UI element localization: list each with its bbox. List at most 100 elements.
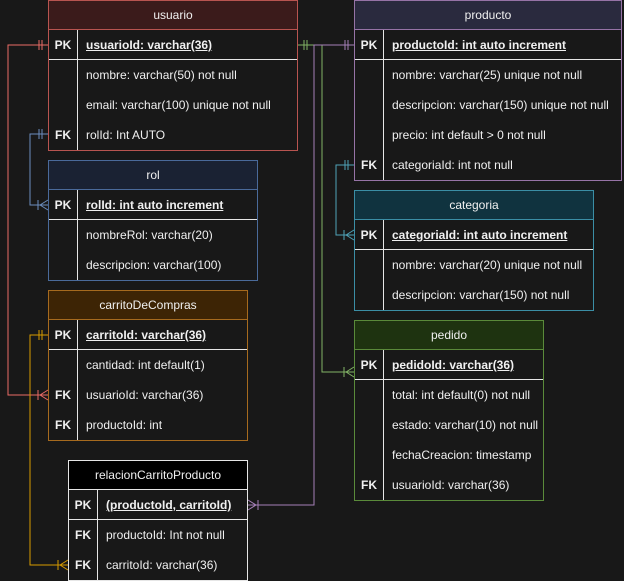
foreign-key-row[interactable]: FK categoriaId: int not null: [355, 150, 621, 180]
field-text: email: varchar(100) unique not null: [86, 98, 271, 112]
key-label: FK: [69, 520, 98, 550]
field-row[interactable]: nombre: varchar(50) not null: [49, 60, 297, 90]
key-label: [355, 380, 384, 410]
field-text: pedidoId: varchar(36): [392, 358, 515, 372]
key-label: PK: [355, 30, 384, 59]
field-text: fechaCreacion: timestamp: [392, 448, 532, 462]
field-text: (productoId, carritoId): [106, 498, 232, 512]
key-label: PK: [355, 350, 384, 379]
relation-carritoDeCompras-carritoId-to-relacionCarritoProducto-carritoId[interactable]: [29, 330, 69, 571]
primary-key-row[interactable]: PK usuarioId: varchar(36): [49, 30, 297, 60]
key-label: FK: [49, 120, 78, 150]
key-label: PK: [69, 490, 98, 519]
foreign-key-row[interactable]: FK productoId: int: [49, 410, 247, 440]
primary-key-row[interactable]: PK productoId: int auto increment: [355, 30, 621, 60]
field-text: estado: varchar(10) not null: [392, 418, 539, 432]
field-text: descripcion: varchar(100): [86, 258, 222, 272]
foreign-key-row[interactable]: FK carritoId: varchar(36): [69, 550, 247, 580]
foreign-key-row[interactable]: FK usuarioId: varchar(36): [355, 470, 543, 500]
field-text: rolId: Int AUTO: [86, 128, 166, 142]
key-label: FK: [355, 470, 384, 500]
field-text: nombreRol: varchar(20): [86, 228, 213, 242]
field-text: carritoId: varchar(36): [86, 328, 207, 342]
key-label: [49, 60, 78, 90]
primary-key-row[interactable]: PK (productoId, carritoId): [69, 490, 247, 520]
field-text: carritoId: varchar(36): [106, 558, 218, 572]
field-row[interactable]: estado: varchar(10) not null: [355, 410, 543, 440]
key-label: [49, 250, 78, 280]
relation-producto-categoriaId-to-categoria-categoriaId[interactable]: [335, 160, 355, 241]
table-title: carritoDeCompras: [49, 291, 247, 320]
primary-key-row[interactable]: PK rolId: int auto increment: [49, 190, 257, 220]
field-text: descripcion: varchar(150) not null: [392, 288, 570, 302]
field-row[interactable]: total: int default(0) not null: [355, 380, 543, 410]
table-title: relacionCarritoProducto: [69, 461, 247, 490]
table-title: pedido: [355, 321, 543, 350]
field-row[interactable]: email: varchar(100) unique not null: [49, 90, 297, 120]
field-text: usuarioId: varchar(36): [86, 38, 213, 52]
key-label: [355, 60, 384, 90]
primary-key-row[interactable]: PK pedidoId: varchar(36): [355, 350, 543, 380]
key-label: PK: [355, 220, 384, 249]
field-text: productoId: int auto increment: [392, 38, 566, 52]
key-label: FK: [49, 380, 78, 410]
field-row[interactable]: fechaCreacion: timestamp: [355, 440, 543, 470]
key-label: [355, 90, 384, 120]
key-label: [49, 350, 78, 380]
field-text: nombre: varchar(20) unique not null: [392, 258, 583, 272]
table-title: producto: [355, 1, 621, 30]
key-label: [355, 120, 384, 150]
key-label: [355, 440, 384, 470]
field-row[interactable]: descripcion: varchar(100): [49, 250, 257, 280]
key-label: [355, 250, 384, 280]
field-row[interactable]: precio: int default > 0 not null: [355, 120, 621, 150]
foreign-key-row[interactable]: FK rolId: Int AUTO: [49, 120, 297, 150]
relation-usuario-rolId-to-rol-rolId[interactable]: [29, 129, 49, 211]
field-text: total: int default(0) not null: [392, 388, 531, 402]
field-row[interactable]: nombreRol: varchar(20): [49, 220, 257, 250]
foreign-key-row[interactable]: FK productoId: Int not null: [69, 520, 247, 550]
field-text: productoId: int: [86, 418, 163, 432]
key-label: FK: [69, 550, 98, 580]
primary-key-row[interactable]: PK carritoId: varchar(36): [49, 320, 247, 350]
field-text: rolId: int auto increment: [86, 198, 224, 212]
key-label: PK: [49, 190, 78, 219]
field-row[interactable]: descripcion: varchar(150) not null: [355, 280, 593, 310]
field-text: cantidad: int default(1): [86, 358, 205, 372]
field-text: descripcion: varchar(150) unique not nul…: [392, 98, 609, 112]
key-label: PK: [49, 30, 78, 59]
key-label: FK: [49, 410, 78, 440]
field-text: nombre: varchar(25) unique not null: [392, 68, 583, 82]
table-title: usuario: [49, 1, 297, 30]
table-title: rol: [49, 161, 257, 190]
key-label: [355, 410, 384, 440]
key-label: PK: [49, 320, 78, 349]
field-text: productoId: Int not null: [106, 528, 225, 542]
relation-usuario-usuarioId-to-carritoDeCompras-usuarioId[interactable]: [7, 40, 49, 401]
key-label: [355, 280, 384, 310]
key-label: [49, 220, 78, 250]
field-text: categoriaId: int auto increment: [392, 228, 568, 242]
relation-producto-productoId-to-relacionCarritoProducto-productoId[interactable]: [247, 40, 354, 511]
relation-usuario-usuarioId-to-pedido-usuarioId[interactable]: [298, 40, 355, 378]
field-row[interactable]: nombre: varchar(25) unique not null: [355, 60, 621, 90]
key-label: FK: [355, 150, 384, 180]
field-text: precio: int default > 0 not null: [392, 128, 546, 142]
field-row[interactable]: descripcion: varchar(150) unique not nul…: [355, 90, 621, 120]
field-text: usuarioId: varchar(36): [392, 478, 510, 492]
key-label: [49, 90, 78, 120]
field-text: categoriaId: int not null: [392, 158, 513, 172]
field-row[interactable]: nombre: varchar(20) unique not null: [355, 250, 593, 280]
field-row[interactable]: cantidad: int default(1): [49, 350, 247, 380]
primary-key-row[interactable]: PK categoriaId: int auto increment: [355, 220, 593, 250]
